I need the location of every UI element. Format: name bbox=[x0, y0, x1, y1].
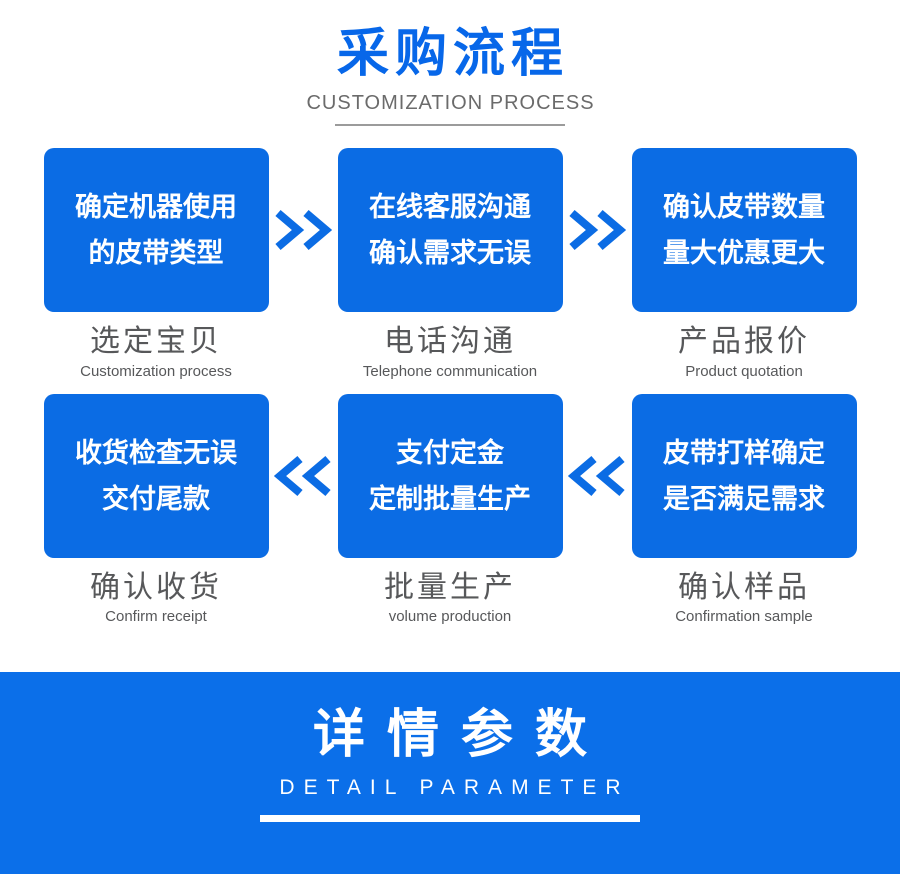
step-quantity-discount: 确认皮带数量 量大优惠更大 产品报价 Product quotation bbox=[631, 148, 857, 380]
step-box-line2: 是否满足需求 bbox=[663, 483, 825, 514]
arrow-cell bbox=[563, 148, 632, 312]
step-sample-confirm: 皮带打样确定 是否满足需求 确认样品 Confirmation sample bbox=[631, 393, 857, 626]
step-box-line1: 确认皮带数量 bbox=[663, 192, 825, 223]
step-box-line2: 定制批量生产 bbox=[369, 483, 531, 514]
step-label-cn: 批量生产 bbox=[384, 570, 516, 604]
step-box-line1: 收货检查无误 bbox=[75, 437, 237, 468]
step-box-line2: 的皮带类型 bbox=[88, 238, 224, 269]
step-receive-check: 收货检查无误 交付尾款 确认收货 Confirm receipt bbox=[43, 393, 269, 626]
arrow-cell bbox=[269, 394, 338, 558]
step-box-line1: 皮带打样确定 bbox=[663, 437, 825, 468]
section-subtitle: CUSTOMIZATION PROCESS bbox=[306, 92, 595, 115]
arrow-cell bbox=[563, 394, 632, 558]
double-chevron-right-icon bbox=[275, 210, 332, 251]
step-box-line2: 量大优惠更大 bbox=[663, 238, 825, 269]
double-chevron-left-icon bbox=[274, 455, 331, 496]
banner-title: 详情参数 bbox=[312, 706, 609, 764]
step-box-line2: 交付尾款 bbox=[102, 483, 210, 514]
step-box-line2: 确认需求无误 bbox=[369, 238, 531, 269]
step-box: 确认皮带数量 量大优惠更大 bbox=[631, 148, 857, 313]
flow-banner-gap bbox=[0, 625, 900, 672]
step-label-en: Product quotation bbox=[685, 362, 803, 380]
step-label-en: Telephone communication bbox=[362, 362, 538, 380]
step-label-cn: 选定宝贝 bbox=[90, 325, 222, 359]
step-box-line1: 在线客服沟通 bbox=[369, 192, 531, 223]
double-chevron-left-icon bbox=[568, 455, 625, 496]
step-select-product: 确定机器使用 的皮带类型 选定宝贝 Customization process bbox=[43, 148, 269, 380]
step-pay-deposit: 支付定金 定制批量生产 批量生产 volume production bbox=[337, 393, 563, 626]
step-label-cn: 电话沟通 bbox=[384, 325, 516, 359]
step-box: 在线客服沟通 确认需求无误 bbox=[337, 148, 563, 313]
step-label-cn: 产品报价 bbox=[678, 325, 810, 359]
step-box: 收货检查无误 交付尾款 bbox=[43, 393, 269, 558]
process-flow: 确定机器使用 的皮带类型 选定宝贝 Customization process … bbox=[0, 148, 900, 625]
arrow-cell bbox=[269, 148, 338, 312]
banner-underline bbox=[260, 814, 640, 822]
step-label-en: volume production bbox=[388, 608, 512, 626]
flow-row-2: 收货检查无误 交付尾款 确认收货 Confirm receipt 支付定金 定制… bbox=[0, 393, 900, 626]
step-box: 确定机器使用 的皮带类型 bbox=[43, 148, 269, 313]
step-label-en: Confirmation sample bbox=[675, 608, 813, 626]
step-label-cn: 确认收货 bbox=[90, 570, 222, 604]
step-box: 支付定金 定制批量生产 bbox=[337, 393, 563, 558]
step-box: 皮带打样确定 是否满足需求 bbox=[631, 393, 857, 558]
section-header: 采购流程 CUSTOMIZATION PROCESS bbox=[0, 0, 900, 127]
step-online-service: 在线客服沟通 确认需求无误 电话沟通 Telephone communicati… bbox=[337, 148, 563, 380]
step-label-en: Confirm receipt bbox=[105, 608, 207, 626]
subtitle-underline bbox=[335, 124, 565, 127]
detail-parameter-banner: 详情参数 DETAIL PARAMETER bbox=[0, 672, 900, 874]
step-box-line1: 确定机器使用 bbox=[75, 192, 237, 223]
step-label-cn: 确认样品 bbox=[678, 570, 810, 604]
flow-row-1: 确定机器使用 的皮带类型 选定宝贝 Customization process … bbox=[0, 148, 900, 380]
step-box-line1: 支付定金 bbox=[396, 437, 504, 468]
section-title: 采购流程 bbox=[336, 25, 569, 83]
step-label-en: Customization process bbox=[80, 362, 232, 380]
double-chevron-right-icon bbox=[569, 210, 626, 251]
banner-subtitle: DETAIL PARAMETER bbox=[279, 775, 630, 799]
